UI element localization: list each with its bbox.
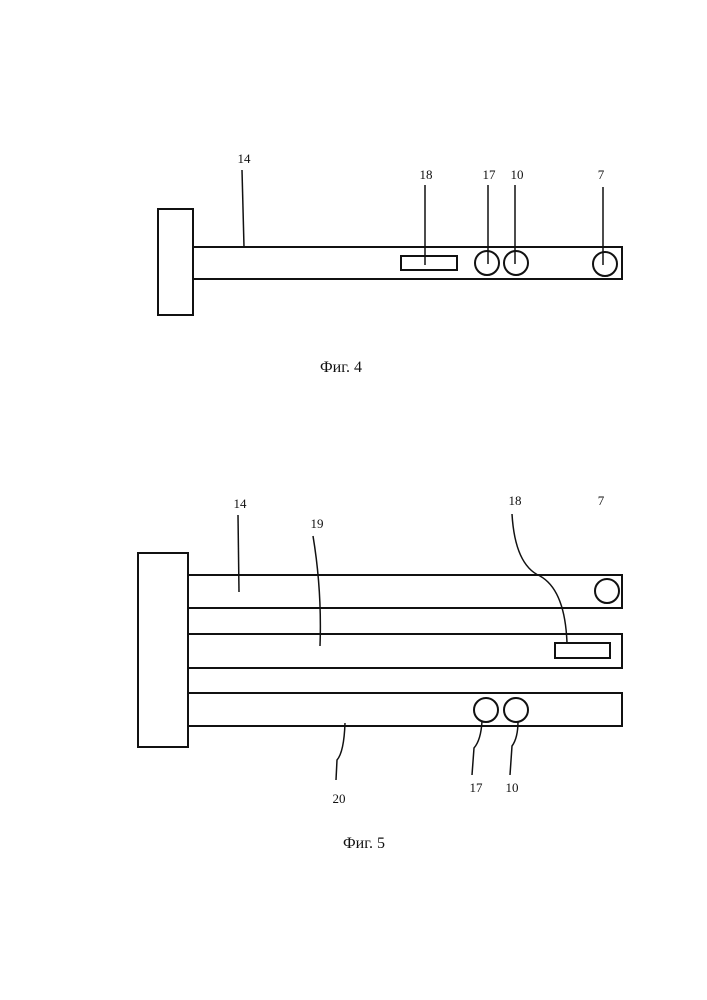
label-7: 7 (598, 493, 605, 508)
element-17-circle (475, 251, 499, 275)
label-7: 7 (598, 167, 605, 182)
label-17: 17 (483, 167, 497, 182)
label-18: 18 (509, 493, 522, 508)
element-7-circle (593, 252, 617, 276)
label-10: 10 (511, 167, 524, 182)
label-18: 18 (420, 167, 433, 182)
label-17: 17 (470, 780, 484, 795)
arm-19 (188, 634, 622, 668)
base-block (158, 209, 193, 315)
element-18-rect (401, 256, 457, 270)
element-18-rect (555, 643, 610, 658)
label-10: 10 (506, 780, 519, 795)
label-14: 14 (238, 151, 252, 166)
leader-line-14 (238, 515, 239, 592)
leader-line-19 (313, 536, 320, 646)
arm-20 (188, 693, 622, 726)
base-block (138, 553, 188, 747)
leader-line-17 (472, 721, 482, 775)
arm-14 (188, 575, 622, 608)
leader-line-20 (336, 723, 345, 780)
leader-line-10 (510, 721, 518, 775)
figure-4-caption: Фиг. 4 (320, 359, 362, 376)
element-17-circle (474, 698, 498, 722)
leader-line-14 (242, 170, 244, 247)
leader-line-18 (512, 514, 567, 643)
label-14: 14 (234, 496, 248, 511)
arm-14 (193, 247, 622, 279)
figure-5: 14 19 18 7 20 17 10 Фиг. 5 (138, 493, 622, 852)
figure-4: 14 18 17 10 7 Фиг. 4 (158, 151, 622, 376)
element-10-circle (504, 251, 528, 275)
figure-5-caption: Фиг. 5 (343, 835, 385, 852)
label-20: 20 (333, 791, 346, 806)
element-7-circle (595, 579, 619, 603)
label-19: 19 (311, 516, 324, 531)
element-10-circle (504, 698, 528, 722)
